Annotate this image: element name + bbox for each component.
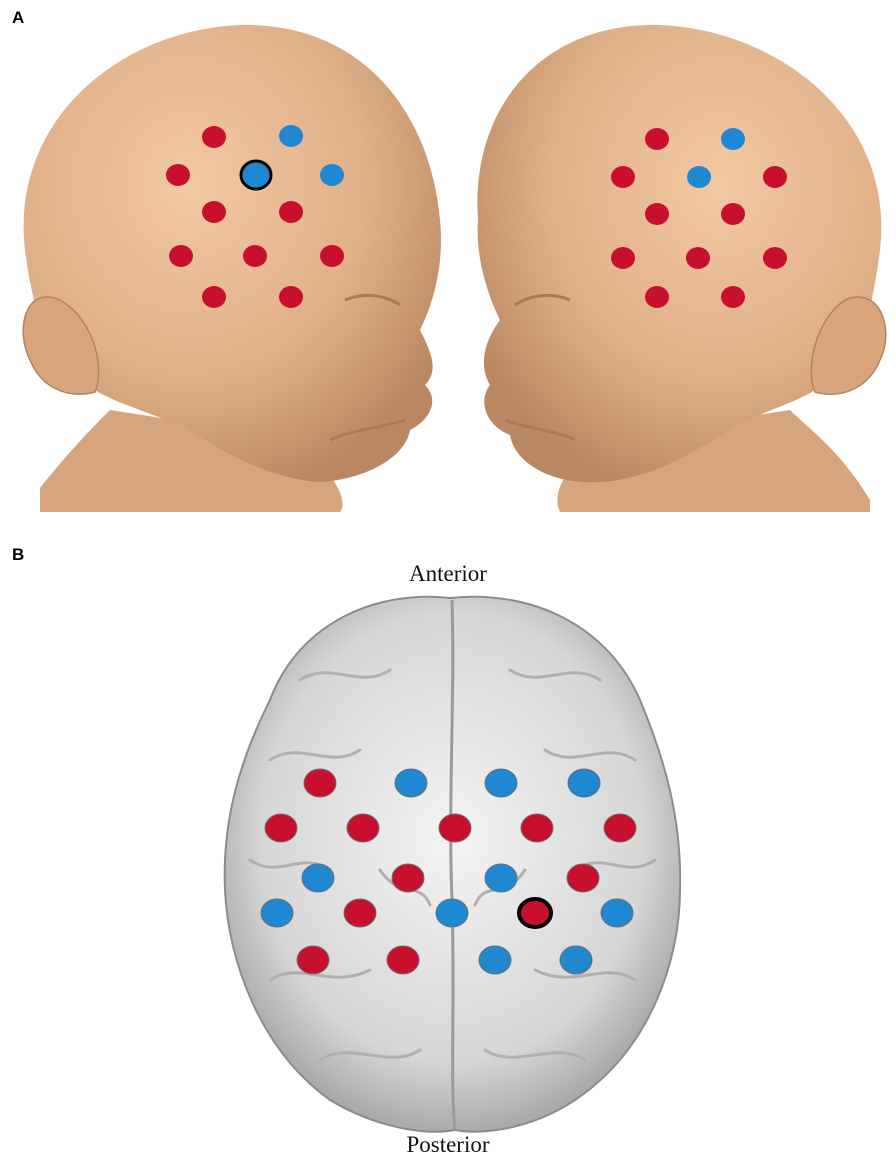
- channel-dot-red: [645, 128, 669, 150]
- channel-dot-red: [166, 164, 190, 186]
- brain-top-view: [225, 597, 680, 1132]
- channel-dot-red: [344, 899, 376, 927]
- channel-dot-red: [645, 286, 669, 308]
- channel-dot-red: [521, 814, 553, 842]
- channel-dot-red: [387, 946, 419, 974]
- channel-dot-blue: [479, 946, 511, 974]
- channel-dot-red: [611, 247, 635, 269]
- channel-dot-red: [243, 245, 267, 267]
- head-left: [23, 25, 441, 512]
- channel-dot-red: [202, 201, 226, 223]
- channel-dot-blue: [721, 128, 745, 150]
- channel-dot-red: [297, 946, 329, 974]
- channel-dot-blue: [436, 899, 468, 927]
- channel-dot-blue: [261, 899, 293, 927]
- channel-dot-red-highlighted: [519, 899, 551, 927]
- channel-dot-red: [202, 126, 226, 148]
- channel-dot-red: [567, 864, 599, 892]
- channel-dot-red: [439, 814, 471, 842]
- channel-dot-red: [304, 769, 336, 797]
- head-left-skull: [24, 25, 441, 482]
- anterior-label: Anterior: [0, 561, 896, 587]
- channel-dot-red: [721, 203, 745, 225]
- channel-dot-red: [169, 245, 193, 267]
- channel-dot-red: [279, 286, 303, 308]
- channel-dot-red: [347, 814, 379, 842]
- channel-dot-red: [686, 247, 710, 269]
- channel-dot-blue: [568, 769, 600, 797]
- channel-dot-red: [265, 814, 297, 842]
- channel-dot-blue: [485, 769, 517, 797]
- channel-dot-blue: [320, 164, 344, 186]
- channel-dot-blue: [279, 125, 303, 147]
- channel-dot-red: [645, 203, 669, 225]
- channel-dot-blue: [302, 864, 334, 892]
- channel-dot-red: [202, 286, 226, 308]
- channel-dot-red: [721, 286, 745, 308]
- channel-dot-blue: [687, 166, 711, 188]
- channel-dot-red: [763, 166, 787, 188]
- channel-dot-red: [320, 245, 344, 267]
- head-right: [477, 25, 885, 512]
- channel-dot-red: [279, 201, 303, 223]
- posterior-label: Posterior: [0, 1132, 896, 1158]
- channel-dot-red: [763, 247, 787, 269]
- head-right-skull: [477, 25, 881, 482]
- channel-dot-blue: [485, 864, 517, 892]
- channel-dot-red: [604, 814, 636, 842]
- channel-dot-red: [611, 166, 635, 188]
- channel-dot-blue: [395, 769, 427, 797]
- channel-dot-blue: [601, 899, 633, 927]
- channel-dot-blue-highlighted: [241, 161, 271, 189]
- channel-dot-blue: [560, 946, 592, 974]
- channel-dot-red: [392, 864, 424, 892]
